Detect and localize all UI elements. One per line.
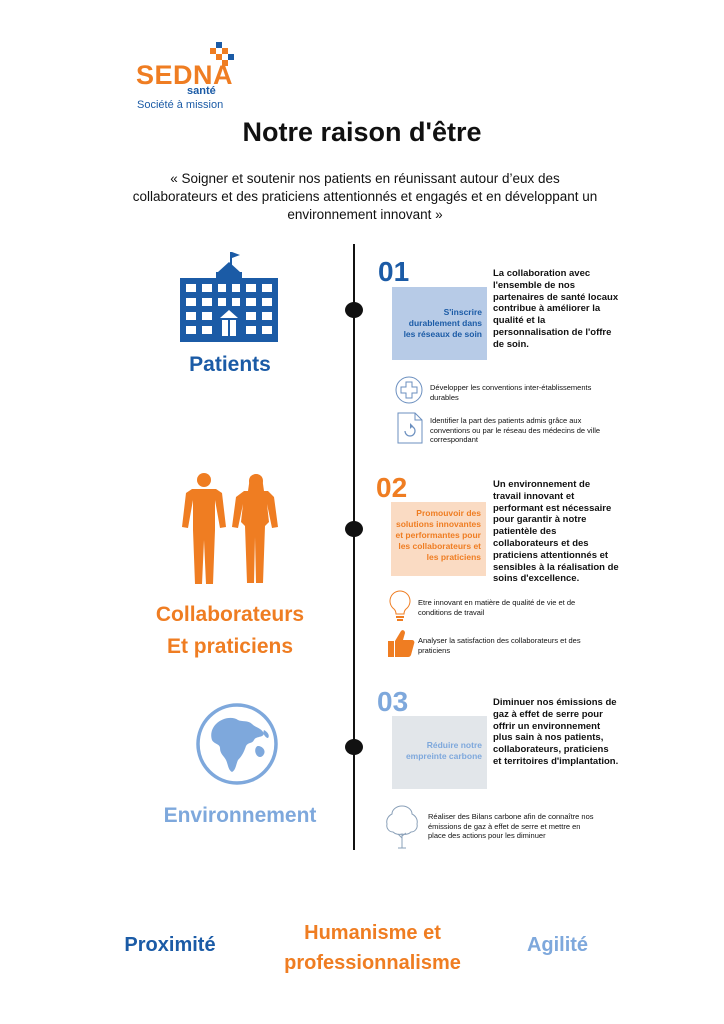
- section-number: 03: [377, 686, 409, 717]
- category-patients: Patients: [189, 353, 271, 376]
- objective-text: Réduire notre empreinte carbone: [405, 740, 482, 761]
- action-item: Développer les conventions inter-établis…: [430, 383, 592, 402]
- timeline-dot: [345, 302, 363, 318]
- category-line: Collaborateurs: [155, 603, 305, 626]
- category-environnement: Environnement: [163, 804, 317, 827]
- logo-mark-icon: [206, 40, 238, 77]
- logo-tagline: Société à mission: [137, 99, 224, 111]
- logo-sub: santé: [187, 85, 216, 97]
- timeline-dot: [345, 521, 363, 537]
- tree-icon: [385, 804, 419, 855]
- timeline-line: [353, 244, 355, 850]
- objective-text: S'inscrire durablement dans les réseaux …: [403, 307, 482, 339]
- mission-quote: « Soigner et soutenir nos patients en ré…: [132, 171, 598, 222]
- hospital-building-icon: [180, 252, 278, 347]
- action-item: Identifier la part des patients admis gr…: [430, 416, 601, 444]
- document-refresh-icon: [397, 412, 423, 449]
- value-agilite: Agilité: [526, 934, 589, 956]
- action-item: Etre innovant en matière de qualité de v…: [418, 598, 576, 617]
- objective-box: Réduire notre empreinte carbone: [392, 716, 487, 789]
- section-description: Diminuer nos émissions de gaz à effet de…: [493, 697, 619, 767]
- page-title: Notre raison d'être: [242, 117, 482, 147]
- category-collaborateurs: Collaborateurs Et praticiens: [120, 599, 340, 663]
- thumbs-up-icon: [386, 627, 416, 664]
- value-proximite: Proximité: [124, 934, 216, 956]
- medical-cross-icon: [395, 376, 423, 409]
- section-number: 02: [376, 472, 408, 503]
- objective-text: Promouvoir des solutions innovantes et p…: [395, 508, 482, 562]
- action-item: Réaliser des Bilans carbone afin de conn…: [428, 812, 594, 840]
- section-number: 01: [378, 256, 410, 287]
- globe-icon: [196, 702, 278, 791]
- people-silhouettes-icon: [178, 473, 284, 590]
- lightbulb-icon: [388, 590, 412, 629]
- action-item: Analyser la satisfaction des collaborate…: [418, 636, 581, 655]
- section-description: Un environnement de travail innovant et …: [493, 479, 619, 585]
- objective-box: Promouvoir des solutions innovantes et p…: [391, 502, 486, 576]
- value-line: Humanisme et: [304, 922, 441, 944]
- timeline-dot: [345, 739, 363, 755]
- logo-name: SEDNA: [136, 60, 234, 90]
- section-description: La collaboration avec l'ensemble de nos …: [493, 268, 619, 350]
- value-line: professionnalisme: [284, 952, 461, 974]
- objective-box: S'inscrire durablement dans les réseaux …: [392, 287, 487, 360]
- value-humanisme: Humanisme et professionnalisme: [245, 918, 500, 978]
- category-line: Et praticiens: [166, 635, 294, 658]
